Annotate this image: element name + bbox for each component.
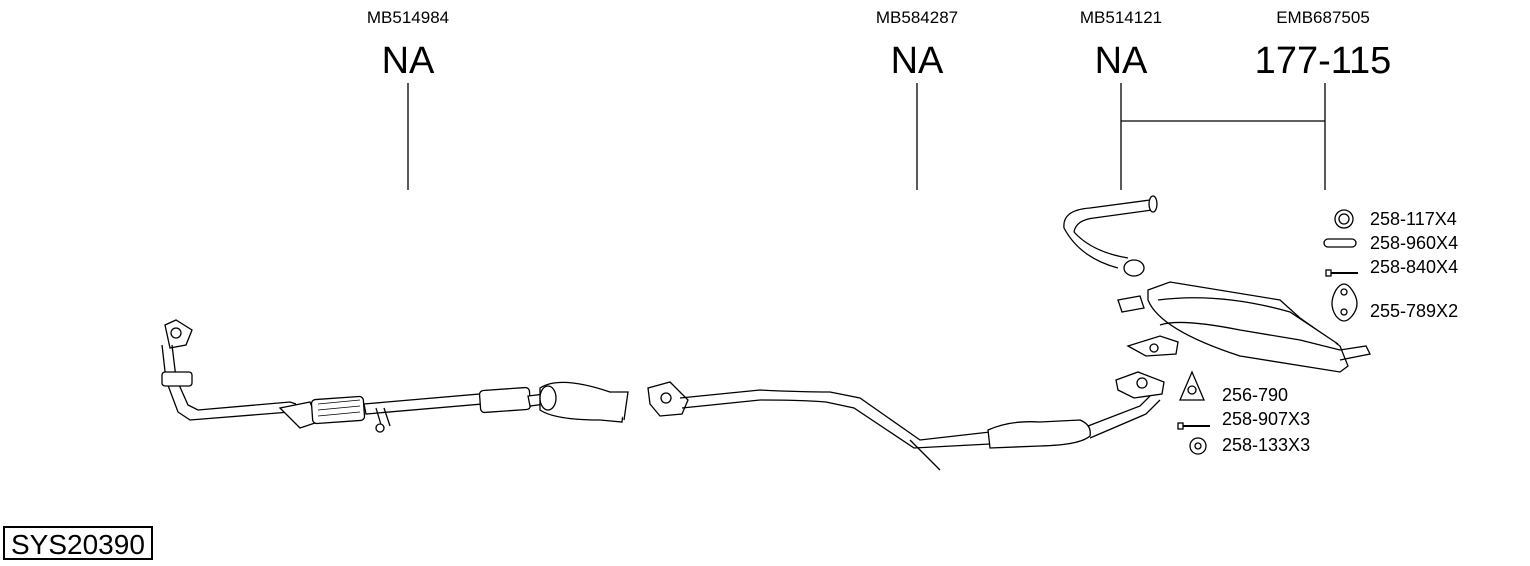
part-code-2: 258-960X4	[1370, 233, 1459, 253]
reference-3: NA	[1094, 40, 1148, 82]
system-code: SYS20390	[3, 526, 153, 560]
oe-number-4: EMB687505	[1276, 8, 1370, 27]
reference-2: NA	[890, 40, 944, 82]
part-code-3: 258-840X4	[1370, 257, 1459, 277]
centre-pipe-middle-box-icon	[647, 371, 1165, 471]
tail-pipe-rear-silencer-icon	[1063, 195, 1371, 373]
part-code-7: 258-133X3	[1222, 435, 1311, 455]
bolt-icon	[1325, 269, 1358, 277]
front-pipe-catalyst-icon	[161, 319, 629, 433]
nut-icon	[1189, 437, 1207, 455]
bolt-icon	[1177, 422, 1210, 430]
reference-1: NA	[381, 40, 435, 82]
oe-number-1: MB514984	[366, 8, 450, 27]
triangle-gasket-icon	[1179, 370, 1205, 401]
ring-gasket-icon	[1334, 209, 1354, 229]
oe-number-2: MB584287	[875, 8, 959, 27]
part-code-1: 258-117X4	[1370, 209, 1457, 229]
reference-4: 177-115	[1254, 40, 1392, 82]
oe-number-3: MB514121	[1079, 8, 1163, 27]
part-code-4: 255-789X2	[1370, 301, 1459, 321]
hanger-bracket-icon	[1331, 283, 1358, 322]
rubber-hanger-icon	[1323, 238, 1357, 248]
part-code-5: 256-790	[1222, 385, 1289, 405]
part-code-6: 258-907X3	[1222, 409, 1311, 429]
